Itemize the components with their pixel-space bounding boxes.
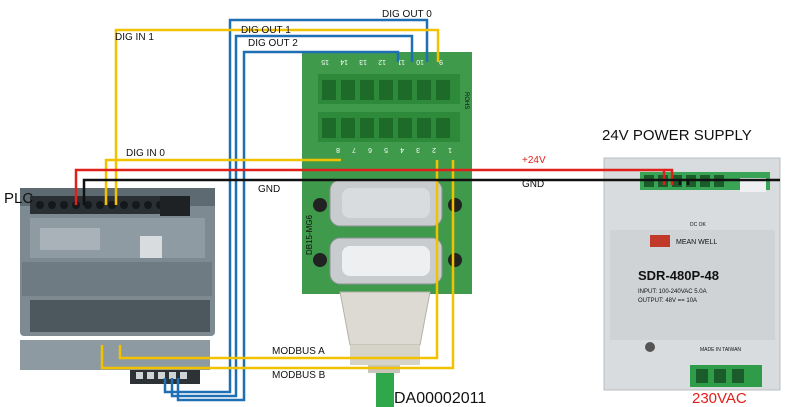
dig-out-0-label: DIG OUT 0 [382, 9, 432, 20]
psu-dc-ok: DC OK [690, 222, 707, 228]
pin-label: 13 [359, 58, 367, 65]
plc-device [20, 188, 215, 384]
pin-label: 3 [416, 146, 420, 153]
board-model-label: DB15-MG6 [305, 214, 314, 255]
pin-label: 9 [439, 58, 443, 65]
psu-model: SDR-480P-48 [638, 268, 719, 283]
dig-in-0-label: DIG IN 0 [126, 148, 165, 159]
pin-label: 4 [400, 146, 404, 153]
db15-cable [339, 291, 431, 407]
dig-out-1-label: DIG OUT 1 [241, 25, 291, 36]
board-bottom-pin-labels: 8 7 6 5 4 3 2 1 [336, 146, 452, 153]
dig-out-2-label: DIG OUT 2 [248, 38, 298, 49]
pin-label: 7 [352, 146, 356, 153]
power-supply-title: 24V POWER SUPPLY [602, 127, 752, 144]
mains-voltage-label: 230VAC [692, 390, 747, 407]
db15-breakout-board: DB15-MG6 ROHS [302, 52, 472, 294]
pin-label: 11 [398, 58, 405, 65]
psu-output: OUTPUT: 48V == 10A [638, 298, 697, 304]
plus-24v-label: +24V [522, 155, 546, 166]
pin-label: 14 [340, 58, 348, 65]
pin-label: 6 [368, 146, 372, 153]
plc-label: PLC [4, 190, 33, 207]
board-rohs-label: ROHS [463, 92, 469, 109]
dig-in-1-label: DIG IN 1 [115, 32, 154, 43]
pin-label: 5 [384, 146, 388, 153]
yellow-wires [100, 28, 455, 370]
power-supply: MEAN WELL SDR-480P-48 INPUT: 100-240VAC … [603, 157, 781, 391]
psu-input: INPUT: 100-240VAC 5.0A [638, 289, 707, 295]
pin-label: 10 [416, 58, 424, 65]
modbus-a-label: MODBUS A [272, 346, 325, 357]
pin-label: 15 [321, 58, 329, 65]
modbus-b-label: MODBUS B [272, 370, 326, 381]
blue-wires [163, 18, 429, 402]
psu-brand: MEAN WELL [676, 239, 717, 246]
psu-made-in: MADE IN TAIWAN [700, 347, 741, 353]
pin-label: 2 [432, 146, 436, 153]
pin-label: 8 [336, 146, 340, 153]
gnd-right-label: GND [522, 179, 544, 190]
cable-id-label: DA00002011 [394, 390, 486, 407]
board-top-pin-labels: 15 14 13 12 11 10 9 [321, 58, 443, 65]
black-wires [82, 178, 780, 205]
gnd-left-label: GND [258, 184, 280, 195]
pin-label: 12 [378, 58, 386, 65]
pin-label: 1 [448, 146, 452, 153]
